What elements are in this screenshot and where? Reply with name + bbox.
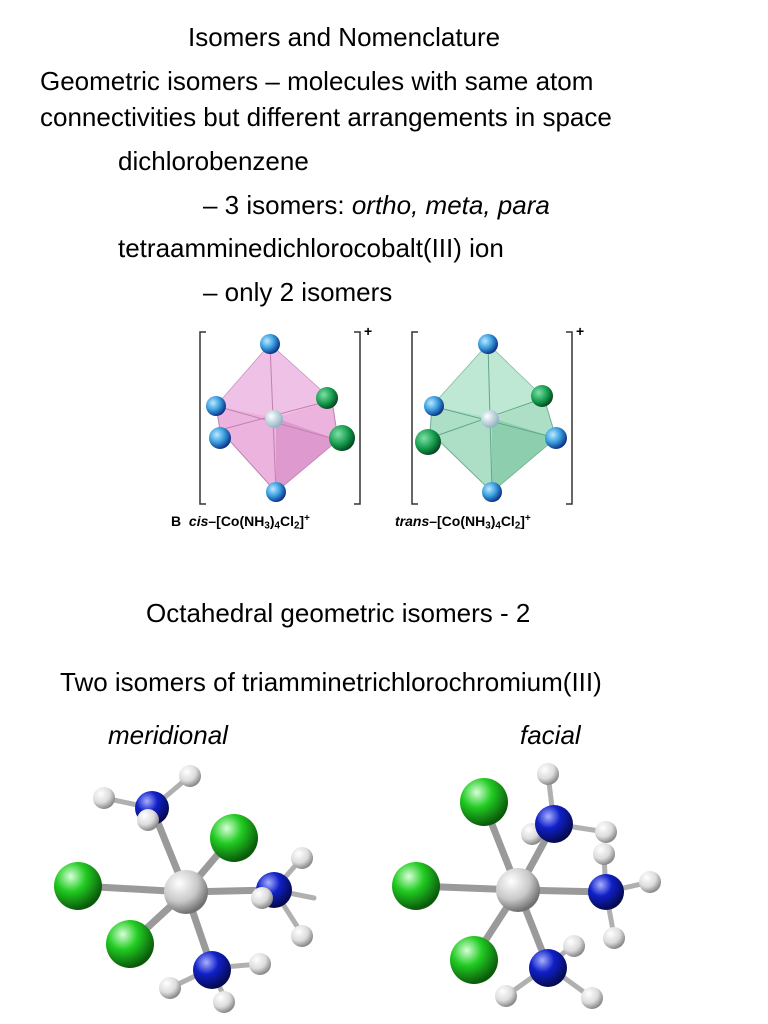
left-bracket — [411, 331, 418, 505]
chlorine-atom — [106, 920, 154, 968]
chromium-atom — [164, 870, 208, 914]
hydrogen-atom — [581, 987, 603, 1009]
nitrogen-atom — [588, 874, 624, 910]
nh3-ligand — [545, 427, 567, 449]
example-1-isomers: – 3 isomers: ortho, meta, para — [203, 190, 550, 220]
charge-plus: + — [576, 323, 584, 339]
trans-caption: trans–[Co(NH3)4Cl2]+ — [395, 513, 531, 532]
hydrogen-atom — [595, 821, 617, 843]
example-1-name: dichlorobenzene — [118, 146, 309, 176]
example-1-count: – 3 isomers: — [203, 190, 352, 220]
section-heading: Octahedral geometric isomers - 2 — [146, 598, 531, 628]
example-2-name: tetraamminedichlorocobalt(III) ion — [118, 233, 504, 263]
nh3-ligand — [478, 334, 498, 354]
hydrogen-atom — [291, 925, 313, 947]
nh3-ligand — [209, 427, 231, 449]
nh3-ligand — [266, 482, 286, 502]
nitrogen-atom — [193, 951, 231, 989]
chlorine-atom — [450, 936, 498, 984]
hydrogen-atom — [249, 953, 271, 975]
hydrogen-atom — [291, 847, 313, 869]
hydrogen-atom — [93, 787, 115, 809]
hydrogen-atom — [495, 985, 517, 1007]
cobalt-atom — [265, 410, 283, 428]
cis-complex-figure: + — [199, 323, 372, 505]
chlorine-atom — [54, 862, 102, 910]
hydrogen-atom — [251, 887, 273, 909]
meridional-isomer-model — [54, 765, 317, 1013]
right-bracket — [566, 331, 573, 505]
nitrogen-atom — [535, 805, 573, 843]
hydrogen-atom — [537, 763, 559, 785]
cis-caption: B cis–[Co(NH3)4Cl2]+ — [171, 513, 310, 532]
charge-plus: + — [364, 323, 372, 339]
nitrogen-atom — [529, 949, 567, 987]
hydrogen-atom — [563, 935, 585, 957]
hydrogen-atom — [159, 977, 181, 999]
cl-ligand — [531, 385, 553, 407]
hydrogen-atom — [213, 991, 235, 1013]
nh3-ligand — [260, 334, 280, 354]
example-1-isomer-names: ortho, meta, para — [351, 190, 550, 220]
hydrogen-atom — [179, 765, 201, 787]
facial-label: facial — [520, 720, 581, 750]
definition-line-1: Geometric isomers – molecules with same … — [40, 66, 594, 96]
right-bracket — [354, 331, 361, 505]
trans-complex-figure: + — [411, 323, 584, 505]
nh3-ligand — [424, 396, 444, 416]
hydrogen-atom — [639, 871, 661, 893]
chromium-atom — [496, 868, 540, 912]
definition-line-2: connectivities but different arrangement… — [40, 102, 612, 132]
cl-ligand — [316, 387, 338, 409]
cl-ligand — [415, 429, 441, 455]
hydrogen-atom — [603, 927, 625, 949]
cl-ligand — [329, 425, 355, 451]
hydrogen-atom — [137, 809, 159, 831]
nh3-ligand — [482, 482, 502, 502]
chlorine-atom — [460, 778, 508, 826]
left-bracket — [199, 331, 206, 505]
facial-isomer-model — [392, 763, 661, 1009]
meridional-label: meridional — [108, 720, 228, 750]
section-subheading: Two isomers of triamminetrichlorochromiu… — [60, 667, 602, 697]
cobalt-atom — [481, 410, 499, 428]
nh3-ligand — [206, 396, 226, 416]
example-2-count: – only 2 isomers — [203, 277, 393, 307]
chlorine-atom — [210, 814, 258, 862]
hydrogen-atom — [593, 843, 615, 865]
panel-letter: B — [171, 513, 182, 529]
page-title: Isomers and Nomenclature — [188, 22, 501, 52]
chlorine-atom — [392, 862, 440, 910]
